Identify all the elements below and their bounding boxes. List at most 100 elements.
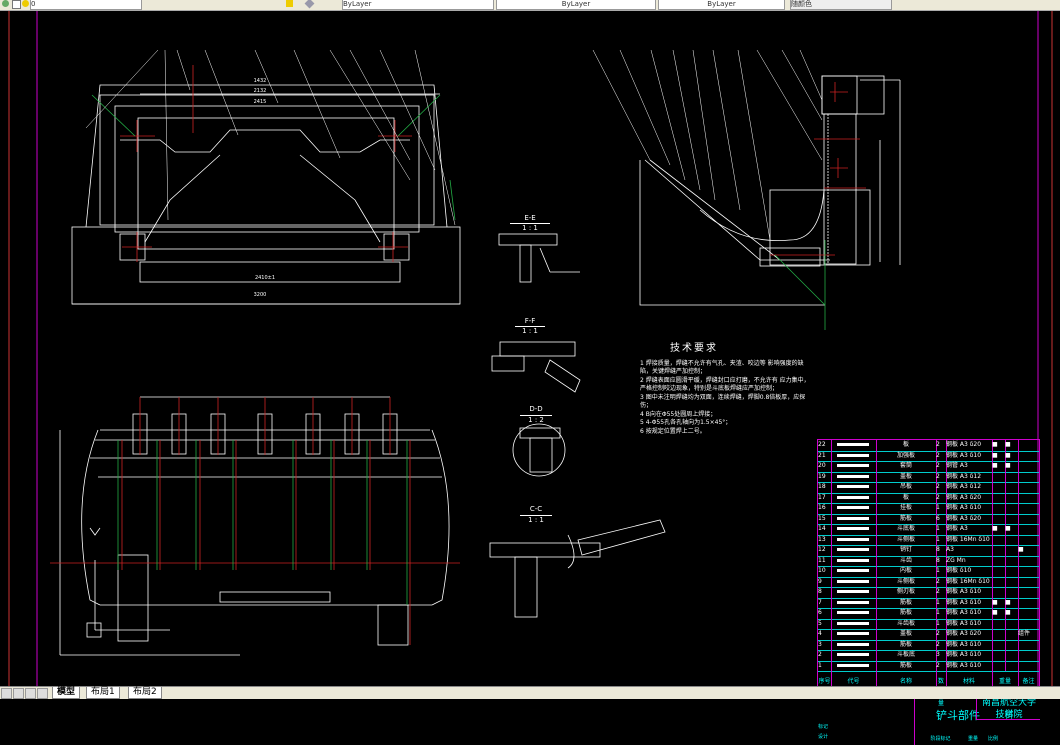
parts-cell-w2: [1005, 587, 1019, 598]
parts-cell-no: 2: [818, 650, 832, 661]
parts-cell-material: 钢板 A3 δ10: [946, 639, 993, 650]
parts-cell-w1: ■: [992, 608, 1006, 619]
parts-cell-qty: 2: [936, 587, 947, 598]
section-cc: [489, 519, 666, 618]
parts-cell-w1: ■: [992, 597, 1006, 608]
parts-cell-note: [1018, 576, 1040, 587]
parts-cell-w2: [1005, 618, 1019, 629]
side-view-hidden: [774, 240, 826, 330]
plan-view-hidden-lines: [117, 440, 408, 605]
parts-cell-material: 钢板 A3 δ10: [946, 650, 993, 661]
lineweight-dropdown[interactable]: ByLayer: [658, 0, 785, 10]
parts-cell-note: [1018, 618, 1040, 629]
parts-cell-no: 10: [818, 566, 832, 577]
tab-layout2[interactable]: 布局2: [128, 687, 162, 699]
parts-cell-name: 吊板: [876, 482, 937, 493]
parts-cell-qty: 2: [936, 440, 947, 451]
title-label-weight: 重量: [967, 736, 978, 742]
dim-top-width-1: 1432: [253, 78, 267, 84]
parts-cell-w1: ■: [992, 450, 1006, 461]
parts-cell-code: [831, 608, 877, 619]
redacted-code-bar: [837, 453, 869, 457]
parts-cell-qty: 2: [936, 576, 947, 587]
parts-header-material: 材料: [946, 671, 993, 693]
parts-cell-w1: [992, 503, 1006, 514]
section-dd-title: D-D: [529, 405, 543, 413]
parts-cell-code: [831, 597, 877, 608]
first-tab-button[interactable]: [1, 688, 12, 699]
parts-cell-no: 3: [818, 639, 832, 650]
parts-cell-note: [1018, 566, 1040, 577]
tech-req-item: 5 4-Φ55孔各孔轴向为1.5×45°；: [640, 419, 732, 426]
parts-cell-w2: [1005, 566, 1019, 577]
parts-cell-name: 内板: [876, 566, 937, 577]
front-view: [71, 84, 461, 305]
parts-cell-w1: [992, 639, 1006, 650]
make-layer-current-icon[interactable]: [286, 0, 293, 7]
color-dropdown[interactable]: ByLayer: [342, 0, 494, 10]
parts-cell-material: 钢板 δ10: [946, 566, 993, 577]
prev-tab-button[interactable]: [13, 688, 24, 699]
layer-lock-icon[interactable]: [22, 0, 29, 7]
last-tab-button[interactable]: [37, 688, 48, 699]
drawing-canvas[interactable]: E-E 1 : 1 F-F 1 : 1 D-D 1 : 2 C-C 1 : 1 …: [0, 11, 1060, 745]
front-view-center-marks: [120, 65, 412, 262]
parts-cell-no: 8: [818, 587, 832, 598]
parts-cell-note: 组件: [1018, 629, 1040, 640]
next-tab-button[interactable]: [25, 688, 36, 699]
parts-cell-code: [831, 650, 877, 661]
section-ff-scale: 1 : 1: [515, 326, 545, 335]
parts-cell-code: [831, 555, 877, 566]
parts-cell-code: [831, 660, 877, 671]
parts-cell-name: 加强板: [876, 450, 937, 461]
parts-cell-code: [831, 461, 877, 472]
section-ee-title: E-E: [524, 214, 536, 222]
redacted-code-bar: [837, 485, 869, 488]
parts-cell-no: 6: [818, 608, 832, 619]
parts-cell-note: [1018, 503, 1040, 514]
section-ff-title: F-F: [524, 317, 536, 325]
section-ee-scale: 1 : 1: [510, 223, 550, 232]
parts-cell-note: [1018, 492, 1040, 503]
tab-layout1[interactable]: 布局1: [86, 687, 120, 699]
redacted-code-bar: [837, 537, 869, 541]
parts-cell-qty: 2: [936, 450, 947, 461]
parts-cell-material: 钢板 16Mn δ10: [946, 534, 993, 545]
linetype-dropdown[interactable]: ByLayer: [496, 0, 656, 10]
side-view-leaders: [592, 49, 823, 241]
parts-cell-no: 1: [818, 660, 832, 671]
redacted-code-bar: [837, 495, 869, 499]
parts-cell-no: 17: [818, 492, 832, 503]
plotstyle-dropdown[interactable]: 随颜色: [790, 0, 892, 10]
parts-cell-code: [831, 482, 877, 493]
parts-header-code: 代号: [831, 671, 877, 693]
layer-on-icon[interactable]: [2, 0, 9, 7]
parts-cell-no: 21: [818, 450, 832, 461]
parts-cell-name: 斗齿板: [876, 618, 937, 629]
parts-cell-qty: 3: [936, 650, 947, 661]
redacted-code-bar: [837, 632, 869, 635]
parts-cell-note: [1018, 461, 1040, 472]
layer-freeze-icon[interactable]: [12, 0, 21, 9]
parts-cell-w1: [992, 650, 1006, 661]
section-dd: [512, 423, 566, 477]
parts-cell-name: 斗底板: [876, 524, 937, 535]
layer-selector[interactable]: 0: [30, 0, 142, 10]
tab-model[interactable]: 模型: [52, 687, 81, 699]
parts-cell-w2: ■: [1005, 440, 1019, 451]
parts-cell-code: [831, 587, 877, 598]
parts-cell-no: 14: [818, 524, 832, 535]
parts-cell-w1: [992, 482, 1006, 493]
parts-cell-note: [1018, 482, 1040, 493]
parts-cell-code: [831, 545, 877, 556]
parts-cell-code: [831, 492, 877, 503]
parts-cell-name: 板: [876, 492, 937, 503]
parts-cell-w1: ■: [992, 461, 1006, 472]
layer-previous-icon[interactable]: [304, 0, 315, 9]
